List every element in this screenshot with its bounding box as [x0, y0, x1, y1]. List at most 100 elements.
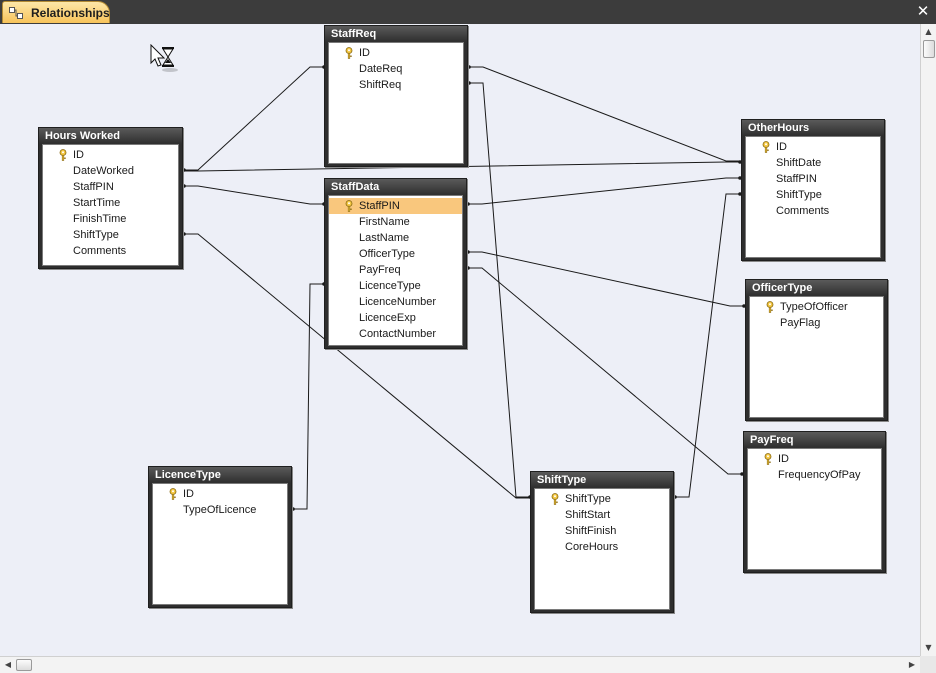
field-label: LicenceType	[359, 280, 421, 292]
field-row[interactable]: PayFreq	[329, 262, 462, 278]
table-title[interactable]: OtherHours	[742, 120, 884, 136]
table-staffdata[interactable]: StaffData StaffPIN FirstName LastName Of…	[324, 178, 467, 349]
scroll-down-arrow-icon[interactable]: ▼	[925, 643, 932, 652]
field-list: StaffPIN FirstName LastName OfficerType …	[328, 195, 463, 346]
relationships-canvas[interactable]: StaffReq ID DateReq ShiftReq Hours Worke…	[0, 24, 920, 656]
scrollbar-corner	[920, 656, 936, 673]
field-row[interactable]: ContactNumber	[329, 326, 462, 342]
field-row[interactable]: LicenceExp	[329, 310, 462, 326]
field-label: FinishTime	[73, 213, 127, 225]
field-label: TypeOfLicence	[183, 504, 257, 516]
horizontal-scrollbar[interactable]: ◀ ▶	[0, 656, 920, 673]
field-row[interactable]: PayFlag	[750, 315, 883, 331]
field-label: Comments	[73, 245, 127, 257]
field-list: ShiftType ShiftStart ShiftFinish CoreHou…	[534, 488, 670, 610]
vertical-scrollbar[interactable]: ▲ ▼	[920, 24, 936, 656]
relationships-tab[interactable]: Relationships	[2, 1, 110, 23]
field-row[interactable]: FrequencyOfPay	[748, 467, 881, 483]
field-row[interactable]: ShiftStart	[535, 507, 669, 523]
table-title[interactable]: PayFreq	[744, 432, 885, 448]
field-row[interactable]: Comments	[43, 243, 178, 259]
primary-key-icon	[343, 47, 355, 59]
field-label: ID	[776, 141, 787, 153]
field-label: ShiftReq	[359, 79, 402, 91]
field-label: ShiftStart	[565, 509, 611, 521]
field-list: TypeOfOfficer PayFlag	[749, 296, 884, 418]
primary-key-icon	[343, 200, 355, 212]
field-row[interactable]: Comments	[746, 203, 880, 219]
field-row[interactable]: ShiftType	[746, 187, 880, 203]
field-label: ShiftDate	[776, 157, 822, 169]
field-label: StartTime	[73, 197, 121, 209]
field-label: ID	[778, 453, 789, 465]
field-row[interactable]: ID	[746, 139, 880, 155]
field-row[interactable]: TypeOfLicence	[153, 502, 287, 518]
relation-line	[467, 267, 743, 475]
field-label: ShiftFinish	[565, 525, 617, 537]
table-otherhours[interactable]: OtherHours ID ShiftDate StaffPIN ShiftTy…	[741, 119, 885, 261]
field-row[interactable]: LicenceNumber	[329, 294, 462, 310]
field-row[interactable]: TypeOfOfficer	[750, 299, 883, 315]
relation-line	[292, 283, 325, 510]
table-title[interactable]: LicenceType	[149, 467, 291, 483]
scroll-right-arrow-icon[interactable]: ▶	[908, 660, 916, 669]
field-label: ShiftType	[73, 229, 119, 241]
field-list: ID TypeOfLicence	[152, 483, 288, 605]
field-label: ShiftType	[565, 493, 611, 505]
primary-key-icon	[549, 493, 561, 505]
vertical-scroll-thumb[interactable]	[923, 40, 935, 58]
field-row[interactable]: FirstName	[329, 214, 462, 230]
field-row[interactable]: ID	[748, 451, 881, 467]
table-officertype[interactable]: OfficerType TypeOfOfficer PayFlag	[745, 279, 888, 421]
field-row[interactable]: DateWorked	[43, 163, 178, 179]
relation-line	[674, 193, 741, 498]
table-title[interactable]: StaffData	[325, 179, 466, 195]
field-label: PayFreq	[359, 264, 401, 276]
table-title[interactable]: OfficerType	[746, 280, 887, 296]
field-row[interactable]: StaffPIN	[746, 171, 880, 187]
field-label: Comments	[776, 205, 830, 217]
field-label: StaffPIN	[73, 181, 114, 193]
scroll-left-arrow-icon[interactable]: ◀	[4, 660, 12, 669]
field-row[interactable]: ID	[329, 45, 463, 61]
table-licencetype[interactable]: LicenceType ID TypeOfLicence	[148, 466, 292, 608]
field-row[interactable]: FinishTime	[43, 211, 178, 227]
table-payfreq[interactable]: PayFreq ID FrequencyOfPay	[743, 431, 886, 573]
table-staffreq[interactable]: StaffReq ID DateReq ShiftReq	[324, 25, 468, 167]
document-tab-bar: Relationships ✕	[0, 0, 936, 24]
field-list: ID DateWorked StaffPIN StartTime FinishT…	[42, 144, 179, 266]
table-title[interactable]: Hours Worked	[39, 128, 182, 144]
table-shifttype[interactable]: ShiftType ShiftType ShiftStart ShiftFini…	[530, 471, 674, 613]
field-row[interactable]: LastName	[329, 230, 462, 246]
close-icon[interactable]: ✕	[916, 2, 930, 20]
field-row[interactable]: LicenceType	[329, 278, 462, 294]
relation-line	[467, 177, 741, 205]
field-list: ID FrequencyOfPay	[747, 448, 882, 570]
field-label: ShiftType	[776, 189, 822, 201]
field-row[interactable]: CoreHours	[535, 539, 669, 555]
field-row[interactable]: ShiftFinish	[535, 523, 669, 539]
field-label: FrequencyOfPay	[778, 469, 861, 481]
relation-line	[468, 66, 741, 162]
field-label: FirstName	[359, 216, 410, 228]
table-title[interactable]: StaffReq	[325, 26, 467, 42]
field-row[interactable]: ShiftReq	[329, 77, 463, 93]
field-row[interactable]: StaffPIN	[43, 179, 178, 195]
horizontal-scroll-thumb[interactable]	[16, 659, 32, 671]
field-row[interactable]: ShiftDate	[746, 155, 880, 171]
field-row-selected[interactable]: StaffPIN	[329, 198, 462, 214]
field-label: StaffPIN	[776, 173, 817, 185]
field-row[interactable]: ID	[153, 486, 287, 502]
field-row[interactable]: DateReq	[329, 61, 463, 77]
field-row[interactable]: ID	[43, 147, 178, 163]
primary-key-icon	[760, 141, 772, 153]
primary-key-icon	[764, 301, 776, 313]
field-row[interactable]: StartTime	[43, 195, 178, 211]
field-row[interactable]: OfficerType	[329, 246, 462, 262]
field-row[interactable]: ShiftType	[535, 491, 669, 507]
primary-key-icon	[57, 149, 69, 161]
table-title[interactable]: ShiftType	[531, 472, 673, 488]
table-hours-worked[interactable]: Hours Worked ID DateWorked StaffPIN Star…	[38, 127, 183, 269]
scroll-up-arrow-icon[interactable]: ▲	[925, 27, 932, 36]
field-row[interactable]: ShiftType	[43, 227, 178, 243]
